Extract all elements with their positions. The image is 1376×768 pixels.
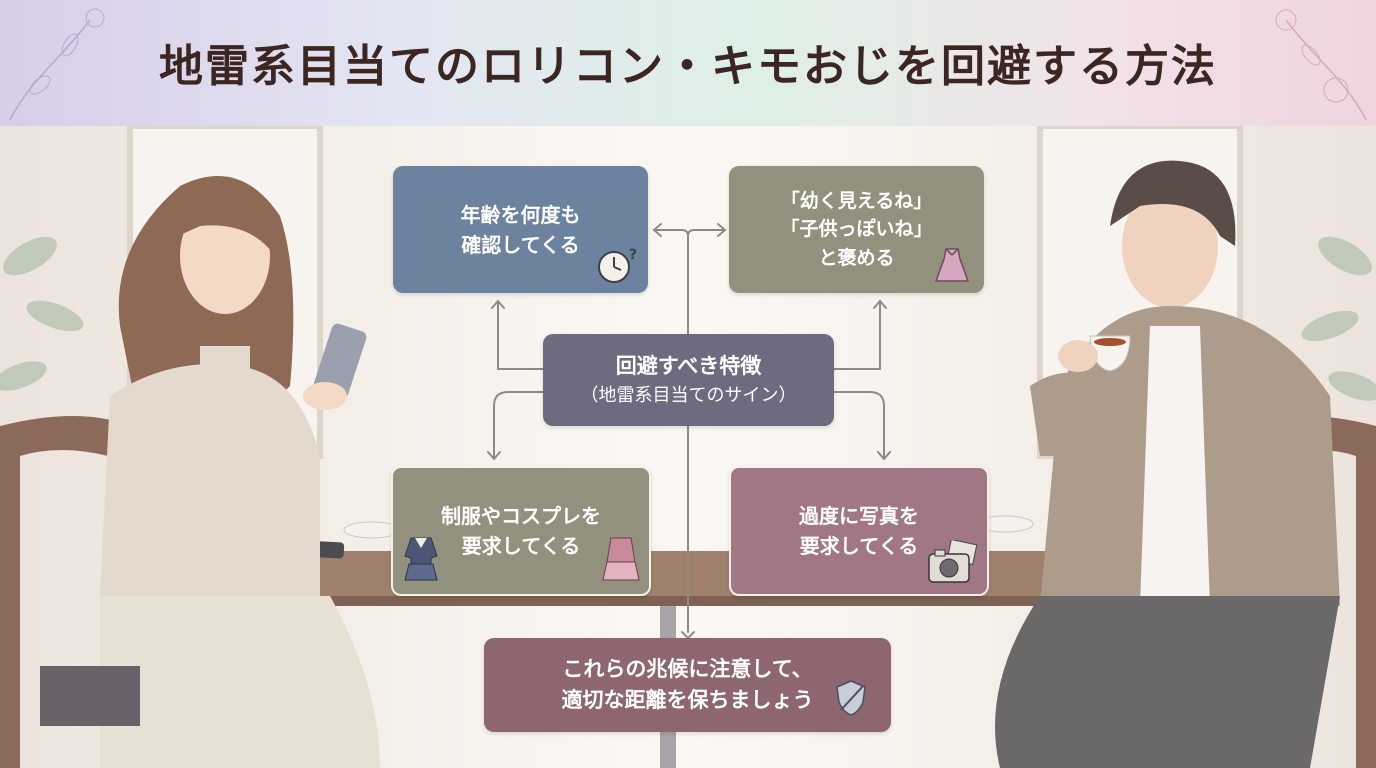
box-age-line-2: 確認してくる (461, 232, 580, 257)
center-subtitle: （地雷系目当てのサイン） (580, 385, 797, 407)
box-childish-praise: 「幼く見えるね」 「子供っぽいね」 と褒める (729, 166, 984, 293)
connector-lines (487, 223, 891, 640)
box-uniform-line-2: 要求してくる (461, 534, 581, 558)
clock-question-icon: ? (598, 247, 637, 283)
box-praise-line-3: と褒める (818, 246, 895, 269)
box-uniform-request: 制服やコスプレを 要求してくる (391, 466, 651, 596)
center-title: 回避すべき特徴 (615, 353, 762, 378)
box-praise-line-1: 「幼く見えるね」 (780, 189, 933, 212)
svg-text:?: ? (629, 247, 637, 263)
box-age-check: 年齢を何度も 確認してくる ? (393, 166, 648, 293)
dress-icon (934, 248, 970, 282)
box-photo-line-1: 過度に写真を (799, 504, 919, 528)
page-title: 地雷系目当てのロリコン・キモおじを回避する方法 (159, 41, 1217, 92)
floral-decoration-left (9, 8, 105, 121)
box-photo-line-2: 要求してくる (799, 534, 919, 558)
footer-advice-box: これらの兆候に注意して、 適切な距離を保ちましょう (484, 638, 891, 732)
shield-icon (836, 680, 866, 716)
uniform-icon (404, 537, 438, 581)
title-banner: 地雷系目当てのロリコン・キモおじを回避する方法 (0, 0, 1376, 126)
box-praise-line-2: 「子供っぽいね」 (780, 218, 933, 241)
camera-icon (928, 540, 978, 583)
center-box-warning-signs: 回避すべき特徴 （地雷系目当てのサイン） (543, 334, 834, 426)
cafe-scene: 年齢を何度も 確認してくる ? 「幼く見えるね」 「子供っぽいね」 と褒める 回… (0, 126, 1376, 768)
man-figure (995, 160, 1340, 768)
box-photo-request: 過度に写真を 要求してくる (729, 466, 989, 596)
box-uniform-line-1: 制服やコスプレを (441, 504, 601, 528)
footer-line-2: 適切な距離を保ちましょう (561, 688, 814, 712)
footer-line-1: これらの兆候に注意して、 (562, 656, 813, 681)
blazer-skirt-icon (602, 537, 640, 581)
box-age-line-1: 年齢を何度も (460, 202, 581, 227)
woman-figure (40, 176, 380, 768)
floral-decoration-right (1275, 9, 1367, 121)
